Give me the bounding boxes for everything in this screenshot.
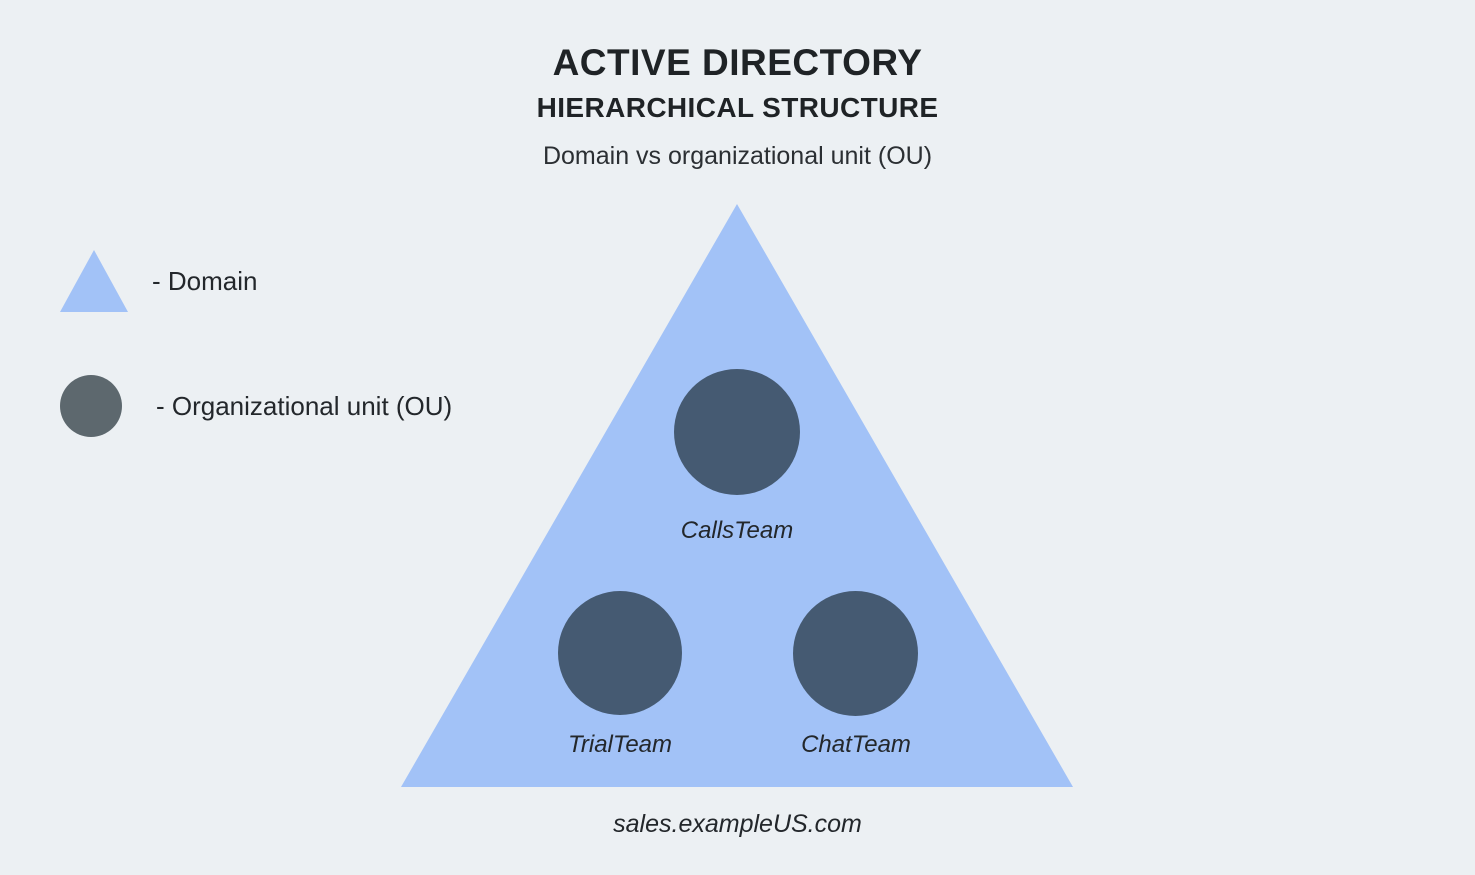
ou-label-chatteam: ChatTeam xyxy=(801,731,911,758)
page-subtitle: HIERARCHICAL STRUCTURE xyxy=(536,92,939,124)
domain-name-caption: sales.exampleUS.com xyxy=(613,810,862,838)
ou-node-trialteam[interactable] xyxy=(558,591,682,715)
legend-label-domain: - Domain xyxy=(152,265,258,296)
ou-node-callsteam[interactable] xyxy=(674,369,800,495)
legend-item-domain: - Domain xyxy=(60,250,257,312)
title-block: ACTIVE DIRECTORY HIERARCHICAL STRUCTURE … xyxy=(0,42,1475,174)
ou-label-callsteam: CallsTeam xyxy=(680,517,794,544)
legend-item-ou: - Organizational unit (OU) xyxy=(60,375,452,437)
ou-node-chatteam[interactable] xyxy=(793,591,918,716)
legend-label-ou: - Organizational unit (OU) xyxy=(156,390,453,421)
ou-label-trialteam: TrialTeam xyxy=(567,731,673,758)
page-title: ACTIVE DIRECTORY xyxy=(552,42,923,83)
page-caption: Domain vs organizational unit (OU) xyxy=(542,142,933,171)
circle-icon xyxy=(60,375,122,437)
triangle-icon xyxy=(60,250,128,312)
